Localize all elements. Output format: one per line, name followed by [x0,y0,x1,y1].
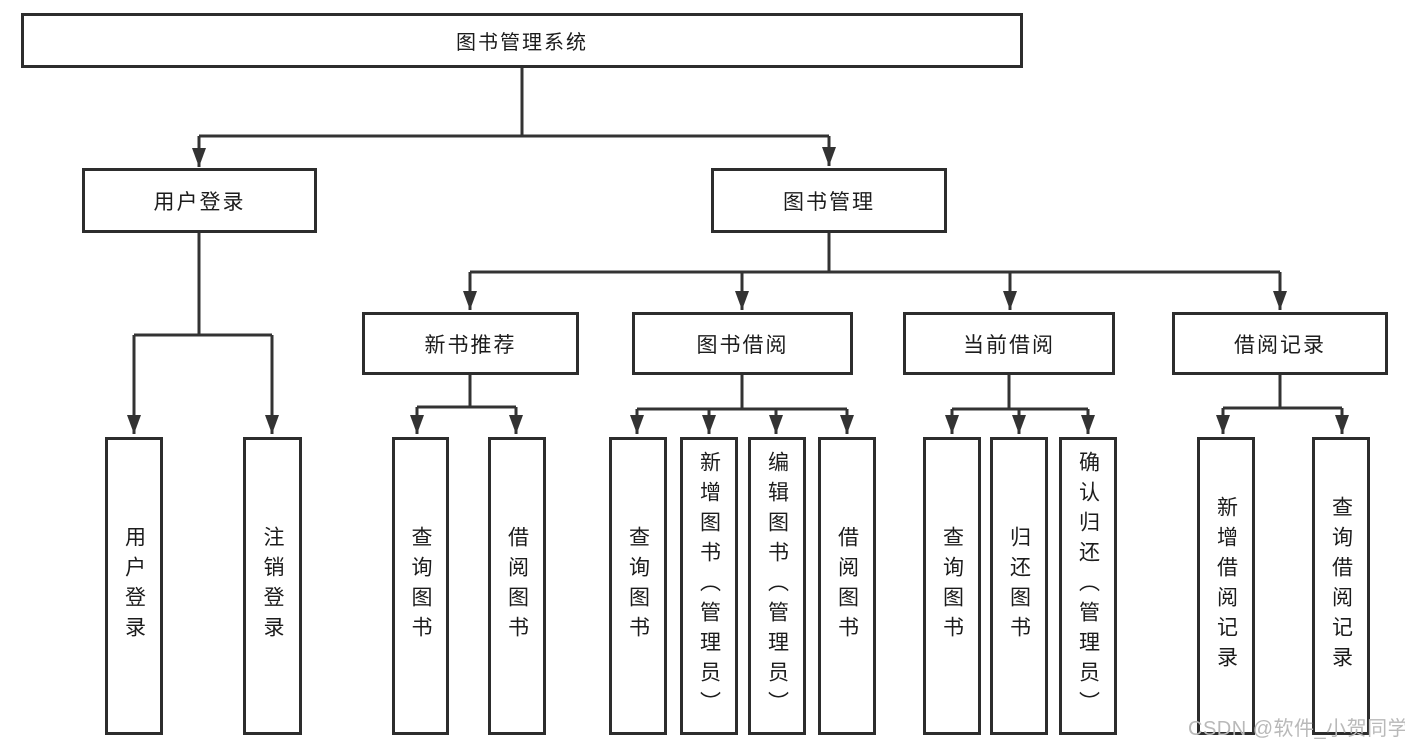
node-label: 图书管理 [783,190,875,214]
watermark-text: CSDN @软件_小贺同学 [1188,718,1405,740]
leaf-query-borrow-record: 查询借阅记录 [1312,437,1370,735]
leaf-add-books-admin: 新增图书（管理员） [680,437,738,735]
node-label: 用户登录 [153,190,246,214]
leaf-borrow-books: 借阅图书 [818,437,876,735]
node-book-management: 图书管理 [711,168,947,233]
node-borrow-records: 借阅记录 [1172,312,1388,375]
leaf-edit-books-admin: 编辑图书（管理员） [748,437,806,735]
node-user-login: 用户登录 [82,168,317,233]
node-library-management-system: 图书管理系统 [21,13,1023,68]
leaf-confirm-return-admin: 确认归还（管理员） [1059,437,1117,735]
leaf-query-books-recommend: 查询图书 [392,437,449,735]
leaf-label: 编辑图书（管理员） [765,451,789,721]
leaf-label: 借阅图书 [505,526,529,646]
leaf-label: 新增图书（管理员） [697,451,721,721]
leaf-label: 查询图书 [940,526,964,646]
node-label: 图书管理系统 [456,32,588,54]
node-current-borrow: 当前借阅 [903,312,1115,375]
leaf-label: 查询图书 [409,526,433,646]
leaf-label: 归还图书 [1007,526,1031,646]
node-book-borrow: 图书借阅 [632,312,853,375]
leaf-label: 注销登录 [261,526,285,646]
node-label: 当前借阅 [963,333,1055,357]
leaf-label: 新增借阅记录 [1214,496,1238,676]
node-new-book-recommend: 新书推荐 [362,312,579,375]
leaf-return-books: 归还图书 [990,437,1048,735]
leaf-user-login: 用户登录 [105,437,163,735]
node-label: 图书借阅 [696,333,789,357]
leaf-label: 查询图书 [626,526,650,646]
leaf-borrow-books-recommend: 借阅图书 [488,437,546,735]
leaf-label: 确认归还（管理员） [1076,451,1100,721]
leaf-label: 用户登录 [122,526,146,646]
leaf-query-books-current: 查询图书 [923,437,981,735]
node-label: 借阅记录 [1234,333,1326,357]
leaf-logout: 注销登录 [243,437,302,735]
leaf-label: 查询借阅记录 [1329,496,1353,676]
node-label: 新书推荐 [424,333,517,357]
leaf-query-books-borrow: 查询图书 [609,437,667,735]
leaf-add-borrow-record: 新增借阅记录 [1197,437,1255,735]
leaf-label: 借阅图书 [835,526,859,646]
